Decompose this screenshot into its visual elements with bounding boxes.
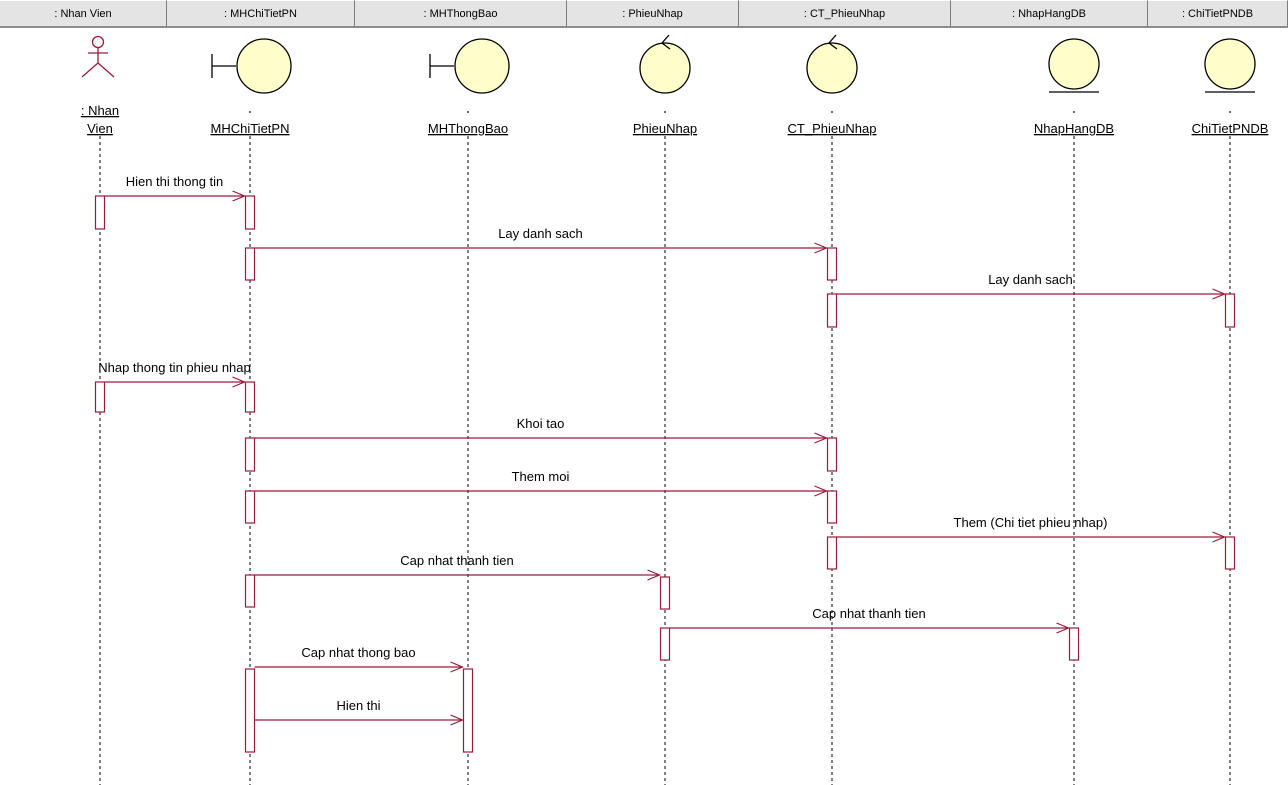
activation-box	[244, 437, 256, 472]
lifeline-label-phieunhap: PhieuNhap	[633, 121, 697, 136]
entity-circle	[1204, 38, 1256, 90]
control-circle	[639, 42, 691, 94]
activation-box	[244, 668, 256, 753]
message-arrowhead	[232, 190, 247, 202]
actor-leg-right	[97, 62, 115, 78]
lifeline-label-dot	[831, 111, 833, 113]
activation-box	[659, 627, 671, 661]
message-label: Hien thi	[336, 698, 380, 713]
activation-box	[94, 195, 106, 230]
lifeline-label-ctphieunhap: CT_PhieuNhap	[788, 121, 877, 136]
actor-icon	[81, 35, 115, 78]
lifeline-label-nhanvien: : Nhan	[81, 103, 119, 118]
control-icon	[639, 34, 691, 94]
lifeline-label-dot	[1229, 111, 1231, 113]
header-column-phieunhap[interactable]: : PhieuNhap	[567, 0, 739, 26]
activation-box	[462, 668, 474, 753]
lifeline-label-dot	[664, 111, 666, 113]
control-arrowhead	[828, 34, 838, 50]
activation-box	[94, 381, 106, 413]
message-arrowhead	[814, 485, 829, 497]
message-label: Cap nhat thanh tien	[400, 553, 513, 568]
lifeline-label-dot	[249, 111, 251, 113]
activation-box	[244, 195, 256, 230]
activation-box	[826, 490, 838, 524]
header-column-nhaphangdb[interactable]: : NhapHangDB	[951, 0, 1148, 26]
lifeline-label-nhaphangdb: NhapHangDB	[1034, 121, 1114, 136]
message-arrowhead	[814, 432, 829, 444]
control-arrowhead	[661, 34, 671, 50]
lifeline-label-mhchitietpn: MHChiTietPN	[211, 121, 290, 136]
message-arrowhead	[450, 661, 465, 673]
entity-icon	[1204, 38, 1256, 93]
lifeline-label-dot	[467, 111, 469, 113]
message-arrowhead	[232, 376, 247, 388]
activation-box	[244, 381, 256, 413]
header-column-mhthongbao[interactable]: : MHThongBao	[355, 0, 567, 26]
activation-box	[826, 293, 838, 328]
actor-leg-left	[81, 62, 99, 78]
boundary-icon	[211, 38, 292, 94]
activation-box	[1224, 536, 1236, 570]
entity-icon	[1048, 38, 1100, 93]
message-arrowhead	[1056, 622, 1071, 634]
lifeline-label-chitietpndb: ChiTietPNDB	[1192, 121, 1269, 136]
activation-box	[826, 437, 838, 472]
header-column-mhchitietpn[interactable]: : MHChiTietPN	[167, 0, 355, 26]
entity-circle	[1048, 38, 1100, 90]
header-column-chitietpndb[interactable]: : ChiTietPNDB	[1148, 0, 1288, 26]
message-label: Khoi tao	[517, 416, 565, 431]
activation-box	[826, 247, 838, 281]
boundary-circle	[236, 38, 292, 94]
message-arrowhead	[1212, 288, 1227, 300]
activation-box	[1068, 627, 1080, 661]
lifeline-header-bar: : Nhan Vien: MHChiTietPN: MHThongBao: Ph…	[0, 0, 1288, 28]
message-arrowhead	[647, 569, 662, 581]
lifeline-label-nhanvien: Vien	[87, 121, 113, 136]
message-label: Nhap thong tin phieu nhap	[98, 360, 251, 375]
lifeline-label-dot	[1073, 111, 1075, 113]
control-circle	[806, 42, 858, 94]
message-label: Lay danh sach	[498, 226, 583, 241]
message-label: Lay danh sach	[988, 272, 1073, 287]
control-icon	[806, 34, 858, 94]
activation-box	[659, 576, 671, 610]
activation-box	[826, 536, 838, 570]
message-label: Cap nhat thong bao	[301, 645, 415, 660]
actor-head	[91, 35, 105, 49]
header-column-nhanvien[interactable]: : Nhan Vien	[0, 0, 167, 26]
message-arrowhead	[1212, 531, 1227, 543]
lifeline-label-mhthongbao: MHThongBao	[428, 121, 508, 136]
boundary-icon	[429, 38, 510, 94]
message-label: Them (Chi tiet phieu nhap)	[954, 515, 1108, 530]
message-label: Hien thi thong tin	[126, 174, 224, 189]
message-arrowhead	[814, 242, 829, 254]
message-label: Cap nhat thanh tien	[812, 606, 925, 621]
activation-box	[244, 490, 256, 524]
activation-box	[244, 247, 256, 281]
header-column-ctphieunhap[interactable]: : CT_PhieuNhap	[739, 0, 951, 26]
activation-box	[1224, 293, 1236, 328]
message-arrowhead	[450, 714, 465, 726]
message-label: Them moi	[512, 469, 570, 484]
activation-box	[244, 574, 256, 608]
boundary-circle	[454, 38, 510, 94]
